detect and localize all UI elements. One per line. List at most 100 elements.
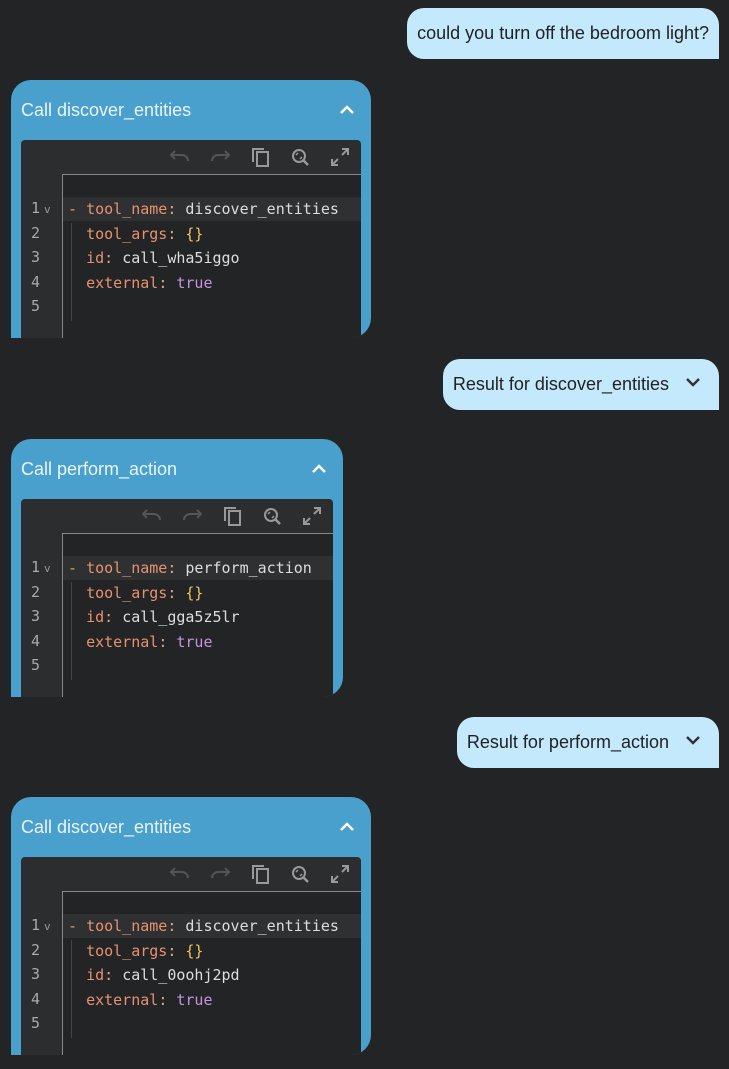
tool-call-title: Call perform_action: [21, 458, 178, 479]
line-number: 2: [31, 223, 41, 242]
fullscreen-icon[interactable]: [301, 505, 323, 527]
line-number: 2: [31, 582, 41, 601]
line-number: 4: [31, 272, 41, 291]
code-token: tool_name: [86, 559, 168, 577]
user-message[interactable]: Result for perform_action: [456, 717, 719, 768]
code-token: -: [68, 917, 78, 935]
code-token: {}: [185, 583, 204, 602]
editor-toolbar: [21, 499, 333, 533]
editor-toolbar: [21, 140, 361, 174]
code-token: -: [68, 200, 78, 218]
code-line: - tool_name: perform_action: [63, 556, 333, 580]
code-line: tool_args: {}: [63, 581, 333, 605]
code-token: external: [86, 273, 159, 292]
user-message-text: could you turn off the bedroom light?: [417, 23, 709, 43]
chevron-up-icon[interactable]: [337, 100, 357, 120]
code-content[interactable]: - tool_name: discover_entities tool_args…: [62, 174, 361, 338]
code-token: true: [176, 273, 213, 292]
chevron-down-icon[interactable]: [681, 730, 705, 755]
chevron-up-icon[interactable]: [309, 459, 329, 479]
code-line: id: call_wha5iggo: [63, 246, 361, 270]
fullscreen-icon[interactable]: [329, 863, 351, 885]
tool-call-header[interactable]: Call perform_action: [21, 439, 333, 499]
chevron-down-icon[interactable]: [681, 372, 705, 397]
line-number: 2: [31, 940, 41, 959]
code-token: true: [176, 632, 213, 651]
code-line: external: true: [63, 271, 361, 295]
redo-icon[interactable]: [209, 863, 231, 885]
user-message-text: Result for discover_entities: [452, 374, 669, 394]
copy-icon[interactable]: [249, 146, 271, 168]
code-token: :: [158, 632, 168, 651]
search-replace-icon[interactable]: [261, 505, 283, 527]
code-line: - tool_name: discover_entities: [63, 914, 361, 938]
code-line: - tool_name: discover_entities: [63, 197, 361, 221]
code-line: external: true: [63, 988, 361, 1012]
search-replace-icon[interactable]: [289, 146, 311, 168]
code-token: external: [86, 632, 159, 651]
copy-icon[interactable]: [249, 863, 271, 885]
fullscreen-icon[interactable]: [329, 146, 351, 168]
search-replace-icon[interactable]: [289, 863, 311, 885]
code-token: external: [86, 990, 159, 1009]
line-number: 4: [31, 989, 41, 1008]
undo-icon[interactable]: [169, 146, 191, 168]
undo-icon[interactable]: [169, 863, 191, 885]
line-number: 5: [31, 1014, 41, 1032]
code-token: id: [86, 249, 105, 267]
line-number: 1: [31, 916, 41, 934]
undo-icon[interactable]: [141, 505, 163, 527]
code-token: tool_args: [86, 941, 168, 960]
fold-icon[interactable]: v: [44, 920, 51, 933]
code-line: tool_args: {}: [63, 222, 361, 246]
code-token: {}: [185, 941, 204, 960]
code-token: :: [158, 990, 168, 1009]
line-number: 3: [31, 607, 41, 625]
code-token: :: [167, 941, 177, 960]
code-token: id: [86, 966, 105, 984]
chevron-up-icon[interactable]: [337, 817, 357, 837]
code-line: id: call_0oohj2pd: [63, 963, 361, 987]
tool-call-title: Call discover_entities: [21, 99, 192, 120]
code-line: tool_args: {}: [63, 939, 361, 963]
redo-icon[interactable]: [181, 505, 203, 527]
code-content[interactable]: - tool_name: perform_action tool_args: {…: [62, 533, 333, 697]
code-token: {}: [185, 224, 204, 243]
redo-icon[interactable]: [209, 146, 231, 168]
call-id-value: call_0oohj2pd: [122, 966, 240, 984]
code-token: tool_name: [86, 917, 168, 935]
code-content[interactable]: - tool_name: discover_entities tool_args…: [62, 891, 361, 1055]
tool-call-title: Call discover_entities: [21, 816, 192, 837]
copy-icon[interactable]: [221, 505, 243, 527]
tool-name-value: discover_entities: [185, 917, 339, 935]
user-message[interactable]: Result for discover_entities: [442, 359, 719, 410]
editor-toolbar: [21, 857, 361, 891]
code-token: tool_args: [86, 224, 168, 243]
user-message: could you turn off the bedroom light?: [407, 8, 719, 59]
line-number: 5: [31, 656, 41, 674]
code-line: id: call_gga5z5lr: [63, 605, 333, 629]
fold-icon[interactable]: v: [44, 562, 51, 575]
tool-call-header[interactable]: Call discover_entities: [21, 797, 361, 857]
tool-call-header[interactable]: Call discover_entities: [21, 80, 361, 140]
call-id-value: call_gga5z5lr: [122, 608, 240, 626]
fold-icon[interactable]: v: [44, 203, 51, 216]
line-number: 1: [31, 199, 41, 217]
code-token: :: [167, 224, 177, 243]
code-token: :: [167, 917, 177, 935]
tool-name-value: discover_entities: [185, 200, 339, 218]
code-line: external: true: [63, 630, 333, 654]
code-token: :: [158, 273, 168, 292]
